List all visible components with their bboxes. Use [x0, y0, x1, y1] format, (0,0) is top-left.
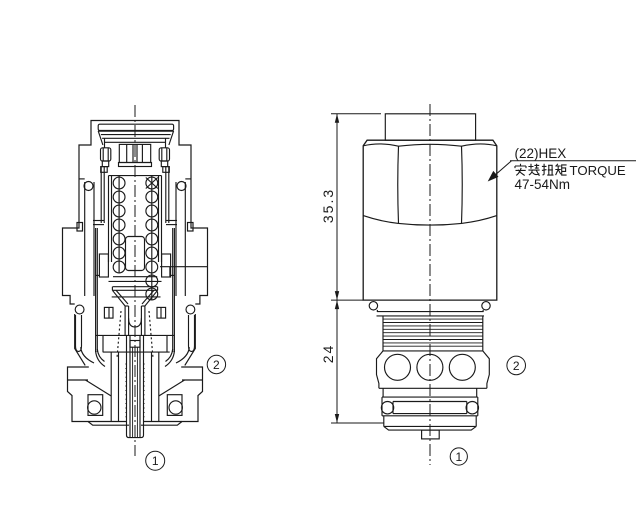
svg-text:35.3: 35.3 [320, 188, 336, 223]
svg-text:1: 1 [152, 454, 159, 468]
svg-text:1: 1 [455, 450, 462, 464]
svg-text:47-54Nm: 47-54Nm [515, 177, 571, 192]
svg-text:24: 24 [320, 344, 336, 364]
svg-text:2: 2 [513, 359, 520, 373]
svg-text:2: 2 [213, 358, 220, 372]
svg-text:(22)HEX: (22)HEX [515, 146, 567, 161]
svg-text:TORQUE: TORQUE [570, 163, 626, 178]
